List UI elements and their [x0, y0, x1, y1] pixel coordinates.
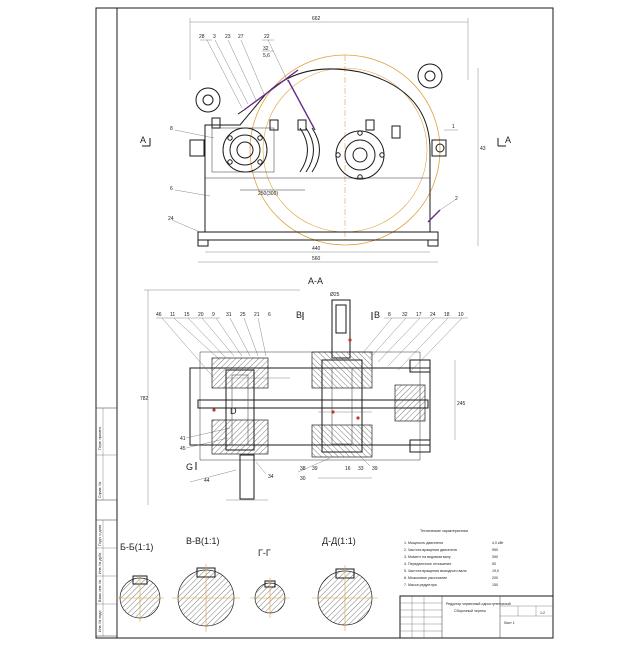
section-mark-a-right: A — [505, 135, 511, 145]
svg-text:33: 33 — [358, 466, 364, 472]
svg-text:9: 9 — [212, 312, 215, 318]
stamp-text-4: Инв. № дубл. — [98, 552, 102, 574]
sheet-frame — [116, 7, 554, 639]
svg-text:5. Частота вращения выходного: 5. Частота вращения выходного вала — [404, 569, 467, 573]
svg-text:4. Передаточное отношение: 4. Передаточное отношение — [404, 562, 451, 566]
svg-text:2: 2 — [455, 196, 458, 202]
svg-text:22: 22 — [264, 34, 270, 40]
svg-text:390: 390 — [492, 555, 498, 559]
callouts-front: 28 3 23 27 22 32 5,6 8 1 6 24 2 — [168, 34, 458, 233]
svg-text:21: 21 — [254, 312, 260, 318]
svg-text:4,0 кВт: 4,0 кВт — [492, 541, 504, 545]
svg-text:24: 24 — [430, 312, 436, 318]
svg-text:3. Момент на ведомом валу: 3. Момент на ведомом валу — [404, 555, 451, 559]
svg-text:15: 15 — [184, 312, 190, 318]
dim-bottom-2: 560 — [312, 256, 321, 262]
svg-text:150: 150 — [492, 583, 498, 587]
svg-text:19,0: 19,0 — [492, 569, 499, 573]
spec-title: Технические характеристики — [420, 529, 468, 533]
mark-g-left: G — [186, 462, 193, 472]
svg-text:950: 950 — [492, 548, 498, 552]
spec-table: Технические характеристики 1. Мощность д… — [404, 529, 504, 587]
svg-text:27: 27 — [238, 34, 244, 40]
section-gg-label: Г-Г — [258, 548, 271, 558]
inspection-rod — [243, 69, 299, 111]
dim-aa-left: 782 — [140, 396, 149, 402]
title-name: Редуктор червячный одноступенчатый — [446, 602, 511, 606]
mark-b-left: B — [296, 310, 302, 320]
svg-text:10: 10 — [458, 312, 464, 318]
svg-text:23: 23 — [225, 34, 231, 40]
wheel-cap — [335, 130, 385, 180]
section-aa-view: A-A 782 245 Ø25 — [140, 276, 468, 505]
dim-right-height: 43 — [480, 146, 486, 152]
front-view: 662 43 250(300) — [140, 16, 511, 263]
svg-text:16: 16 — [345, 466, 351, 472]
svg-text:25: 25 — [240, 312, 246, 318]
svg-text:Ø25: Ø25 — [330, 292, 340, 298]
section-bb-label: Б-Б(1:1) — [120, 542, 153, 552]
callouts-aa: 46 11 15 20 9 31 25 21 6 8 32 17 24 — [156, 312, 468, 484]
svg-text:24: 24 — [168, 216, 174, 222]
svg-text:38: 38 — [300, 466, 306, 472]
mark-d: D — [230, 406, 237, 416]
svg-text:6: 6 — [170, 186, 173, 192]
svg-text:45: 45 — [180, 446, 186, 452]
svg-text:7. Масса редуктора: 7. Масса редуктора — [404, 583, 437, 587]
svg-text:34: 34 — [268, 474, 274, 480]
input-shaft-lower — [239, 454, 255, 500]
svg-text:28: 28 — [199, 34, 205, 40]
stamp-text-5: Взам. инв. № — [98, 580, 102, 602]
title-sheet-no: Лист 1 — [504, 621, 515, 625]
svg-text:46: 46 — [156, 312, 162, 318]
svg-text:8: 8 — [170, 126, 173, 132]
title-subtitle: Сборочный чертеж — [454, 609, 486, 613]
dim-top-width: 662 — [312, 16, 321, 22]
svg-text:1. Мощность двигателя: 1. Мощность двигателя — [404, 541, 443, 545]
title-scale: 1:2 — [540, 611, 545, 615]
stamp-text-1: Перв. примен. — [98, 426, 102, 450]
dim-bottom-1: 440 — [312, 246, 321, 252]
svg-text:3: 3 — [213, 34, 216, 40]
svg-text:5,6: 5,6 — [263, 53, 270, 59]
svg-text:8: 8 — [388, 312, 391, 318]
worm-shaft — [197, 399, 429, 409]
detail-sections: Б-Б(1:1) В-В(1:1) Г-Г Д-Д(1:1) — [116, 536, 378, 632]
stamp-text-3: Подп. и дата — [98, 525, 102, 546]
svg-text:1: 1 — [452, 124, 455, 130]
section-dd-label: Д-Д(1:1) — [322, 536, 356, 546]
svg-text:31: 31 — [226, 312, 232, 318]
section-aa-title: A-A — [308, 276, 323, 286]
stamp-text-2: Справ. № — [98, 482, 102, 498]
svg-text:41: 41 — [180, 436, 186, 442]
section-vv-label: В-В(1:1) — [186, 536, 220, 546]
housing-body — [204, 68, 431, 233]
svg-text:39: 39 — [372, 466, 378, 472]
svg-text:50: 50 — [492, 562, 496, 566]
svg-text:39: 39 — [312, 466, 318, 472]
svg-text:200: 200 — [492, 576, 498, 580]
dim-aa-right: 245 — [457, 401, 466, 407]
svg-text:6: 6 — [268, 312, 271, 318]
stamp-text-6: Инв. № подл. — [98, 610, 102, 632]
side-stamp: Перв. примен. Справ. № Подп. и дата Инв.… — [95, 407, 118, 637]
svg-text:32: 32 — [263, 46, 269, 52]
svg-text:30: 30 — [300, 476, 306, 482]
mark-b-right: B — [374, 310, 380, 320]
svg-text:18: 18 — [444, 312, 450, 318]
dim-inner: 250(300) — [258, 191, 278, 197]
output-shaft — [331, 299, 351, 359]
svg-text:2. Частота вращения двигателя: 2. Частота вращения двигателя — [404, 548, 457, 552]
title-block: Редуктор червячный одноступенчатый Сборо… — [399, 595, 554, 639]
section-mark-a-left: A — [140, 135, 146, 145]
svg-text:44: 44 — [204, 478, 210, 484]
svg-text:6. Межосевое расстояние: 6. Межосевое расстояние — [404, 576, 447, 580]
svg-text:11: 11 — [170, 312, 175, 318]
svg-text:17: 17 — [416, 312, 422, 318]
housing-base — [197, 231, 439, 241]
svg-text:32: 32 — [402, 312, 408, 318]
svg-text:20: 20 — [198, 312, 204, 318]
